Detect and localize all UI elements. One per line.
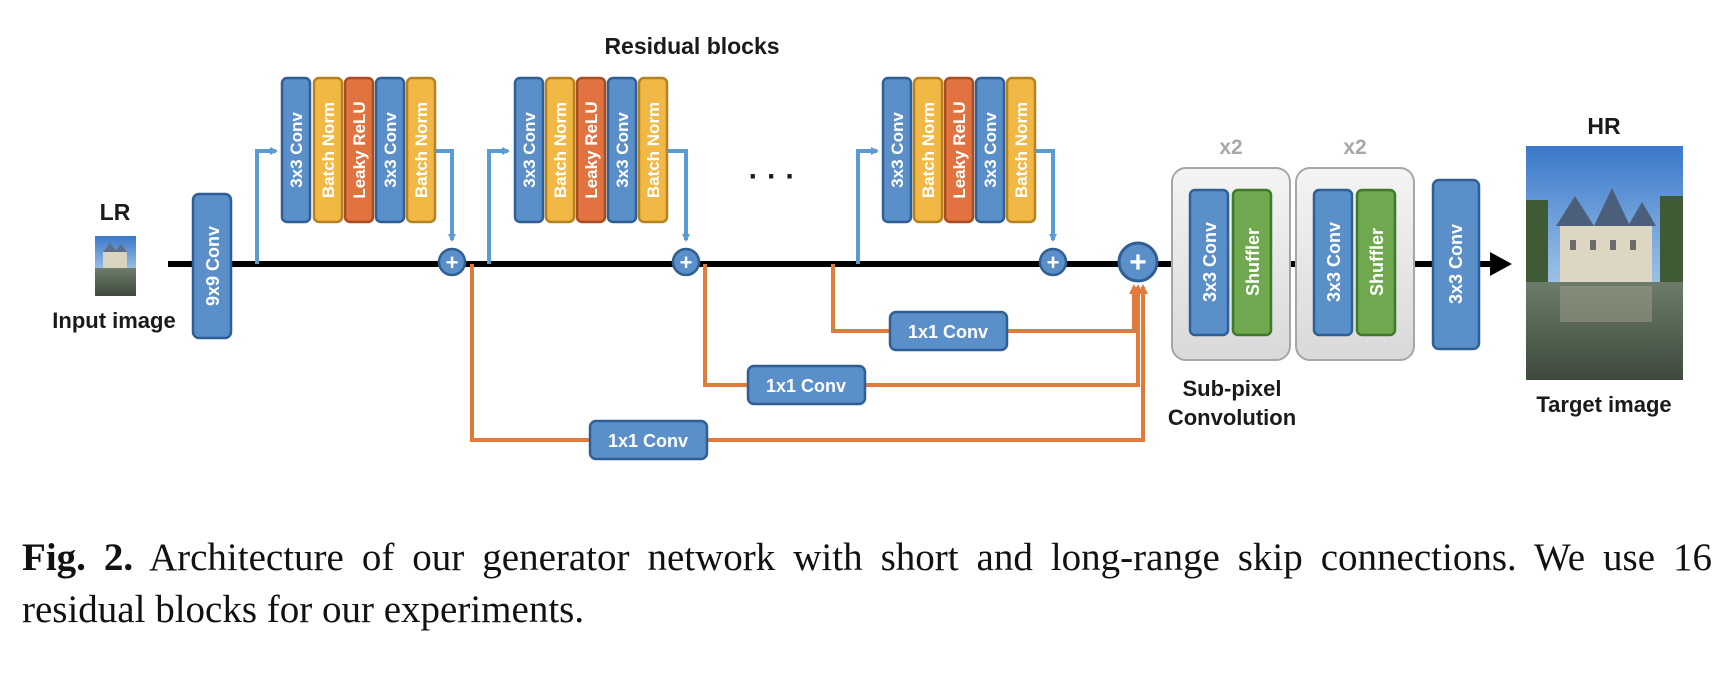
- short-skip-arrow: [487, 147, 510, 264]
- block-layer: [575, 76, 607, 224]
- layer-label: Shuffler: [1367, 228, 1387, 296]
- caption-text: Architecture of our generator network wi…: [22, 536, 1712, 631]
- upsample-factor-label: x2: [1219, 136, 1242, 159]
- lr-label: LR: [100, 199, 131, 225]
- plus-symbol: +: [1129, 246, 1147, 279]
- layer-label: 3x3 Conv: [981, 112, 1000, 188]
- skip-conv-label: 1x1 Conv: [766, 376, 846, 396]
- block-layer: [974, 76, 1006, 224]
- short-skip-arrow: [667, 149, 690, 242]
- input-image-thumbnail: [95, 236, 136, 296]
- layer-label: Batch Norm: [1012, 102, 1031, 198]
- block-layer: [312, 76, 344, 224]
- skip-conv-block: 1x1 Conv: [746, 364, 867, 406]
- block-layer: [513, 76, 545, 224]
- subpixel-conv-layer: [1312, 188, 1354, 337]
- target-image: [1526, 146, 1683, 380]
- layer-label: Shuffler: [1243, 228, 1263, 296]
- layer-label: 3x3 Conv: [1324, 222, 1344, 302]
- shuffler-layer: [1355, 188, 1397, 337]
- first-conv-block: 9x9 Conv: [191, 192, 233, 340]
- short-skip-arrow: [1035, 149, 1057, 242]
- figure-caption: Fig. 2. Architecture of our generator ne…: [22, 532, 1712, 636]
- layer-label: Batch Norm: [551, 102, 570, 198]
- short-skip-add-node: +: [1038, 247, 1068, 277]
- short-skip-arrow: [435, 149, 456, 242]
- generator-architecture-diagram: Residual blocks LR Input image 9x9 Conv …: [52, 33, 1683, 461]
- skip-conv-label: 1x1 Conv: [908, 322, 988, 342]
- first-conv-label: 9x9 Conv: [203, 226, 223, 306]
- plus-symbol: +: [446, 250, 459, 275]
- short-skip-arrow: [255, 147, 278, 264]
- residual-block-last: 3x3 Conv Batch Norm Leaky ReLU 3x3 Conv …: [856, 76, 1057, 264]
- plus-symbol: +: [680, 250, 693, 275]
- skip-conv-block: 1x1 Conv: [888, 310, 1009, 352]
- final-conv-label: 3x3 Conv: [1446, 224, 1466, 304]
- block-layer: [881, 76, 913, 224]
- long-skip-line: [470, 264, 1148, 442]
- skip-conv-label: 1x1 Conv: [608, 431, 688, 451]
- layer-label: 3x3 Conv: [287, 112, 306, 188]
- subpixel-conv-layer: [1188, 188, 1230, 337]
- subpixel-conv-panel-2: 3x3 Conv Shuffler: [1295, 167, 1415, 361]
- block-layer: [943, 76, 975, 224]
- target-image-label: Target image: [1536, 392, 1671, 417]
- input-image-label: Input image: [52, 308, 175, 333]
- output-arrowhead: [1490, 252, 1512, 276]
- block-layer: [606, 76, 638, 224]
- skip-conv-block: 1x1 Conv: [588, 419, 709, 461]
- subpixel-label-line1: Sub-pixel: [1182, 376, 1281, 401]
- block-layer: [343, 76, 375, 224]
- block-layer: [912, 76, 944, 224]
- layer-label: Batch Norm: [319, 102, 338, 198]
- layer-label: 3x3 Conv: [1200, 222, 1220, 302]
- block-layer: [374, 76, 406, 224]
- subpixel-label-line2: Convolution: [1168, 405, 1296, 430]
- block-layer: [280, 76, 312, 224]
- residual-blocks-title: Residual blocks: [604, 33, 779, 59]
- layer-label: Leaky ReLU: [350, 101, 369, 198]
- final-conv-block: 3x3 Conv: [1431, 178, 1481, 351]
- layer-label: Batch Norm: [412, 102, 431, 198]
- caption-label: Fig. 2.: [22, 536, 134, 579]
- long-skip-line: [703, 264, 1143, 387]
- layer-label: Leaky ReLU: [950, 101, 969, 198]
- layer-label: Batch Norm: [644, 102, 663, 198]
- plus-symbol: +: [1047, 250, 1060, 275]
- subpixel-conv-panel-1: 3x3 Conv Shuffler: [1171, 167, 1291, 361]
- block-layer: [544, 76, 576, 224]
- layer-label: 3x3 Conv: [613, 112, 632, 188]
- residual-block-2: 3x3 Conv Batch Norm Leaky ReLU 3x3 Conv …: [487, 76, 690, 264]
- layer-label: Batch Norm: [919, 102, 938, 198]
- hr-label: HR: [1587, 113, 1621, 139]
- short-skip-add-node: +: [671, 247, 701, 277]
- short-skip-add-node: +: [437, 247, 467, 277]
- upsample-factor-label: x2: [1343, 136, 1366, 159]
- layer-label: 3x3 Conv: [520, 112, 539, 188]
- ellipsis: · · ·: [749, 160, 796, 193]
- layer-label: 3x3 Conv: [381, 112, 400, 188]
- layer-label: 3x3 Conv: [888, 112, 907, 188]
- short-skip-arrow: [856, 147, 879, 264]
- residual-block-1: 3x3 Conv Batch Norm Leaky ReLU 3x3 Conv …: [255, 76, 456, 264]
- long-skip-add-node: +: [1117, 241, 1159, 283]
- layer-label: Leaky ReLU: [582, 101, 601, 198]
- shuffler-layer: [1231, 188, 1273, 337]
